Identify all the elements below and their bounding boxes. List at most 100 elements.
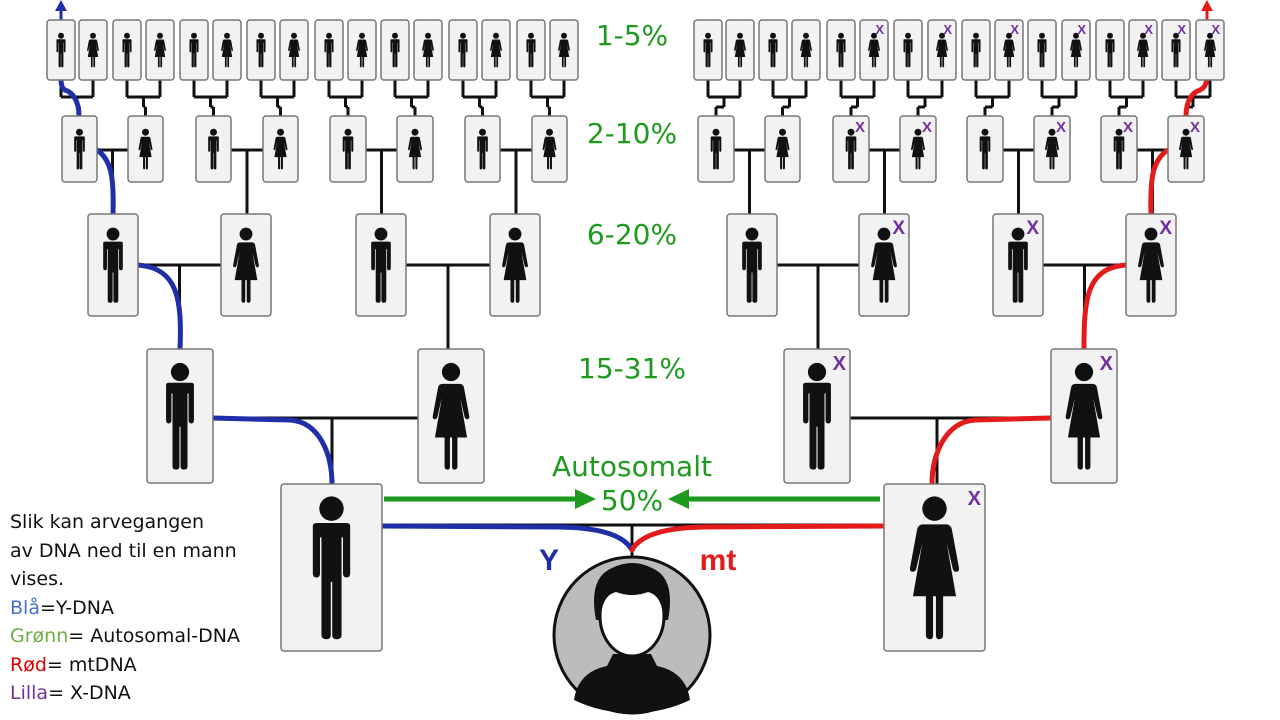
male-figure-icon [122,32,132,68]
x-dna-marker: X [1159,218,1172,239]
legend-intro-line: av DNA ned til en mann [10,539,237,562]
male-figure-icon [103,227,123,303]
male-figure-icon [742,227,762,303]
female-figure-icon [490,32,502,68]
male-figure-icon [1171,32,1181,68]
legend-key: Blå [10,596,40,619]
legend-item-blue: Blå=Y-DNA [10,594,270,623]
male-figure-icon [903,32,913,68]
female-figure-icon [432,362,470,470]
legend-text: =Y-DNA [39,596,114,619]
x-dna-marker: X [833,353,847,375]
female-figure-icon [154,32,166,68]
female-ancestor-card: X [927,19,957,81]
legend: Slik kan arvegangen av DNA ned til en ma… [10,508,270,708]
dna-line [629,523,887,553]
male-figure-icon [342,128,354,170]
labels: 1-5% 2-10% 6-20% 15-31% Autosomalt 50% Y… [539,19,736,577]
male-ancestor-card [966,115,1004,183]
male-ancestor-card [61,115,98,183]
male-figure-icon [768,32,778,68]
female-ancestor-card: X [994,19,1024,81]
male-ancestor-card: X [992,213,1044,317]
female-ancestor-card: X [1167,115,1205,183]
legend-item-purple: Lilla= X-DNA [10,679,270,708]
female-ancestor-card [764,115,801,183]
female-ancestor-card [396,115,434,183]
male-figure-icon [526,32,536,68]
female-ancestor-card [725,19,755,81]
female-figure-icon [422,32,434,68]
male-figure-icon [1113,128,1125,170]
male-figure-icon [458,32,468,68]
male-ancestor-card [1027,19,1057,81]
autosomal-label: Autosomalt [552,450,712,483]
female-figure-icon [233,227,259,303]
person-avatar-icon [552,555,712,715]
female-ancestor-card [791,19,821,81]
male-ancestor-card: X [1100,115,1138,183]
male-ancestor-card: X [1161,19,1191,81]
dna-line [135,262,183,352]
male-ancestor-card [46,19,76,81]
female-ancestor-card: X [1195,19,1225,81]
dna-line [929,415,1054,487]
x-dna-marker: X [1190,119,1200,136]
x-dna-marker: X [1123,119,1133,136]
x-dna-marker: X [1026,218,1039,239]
x-dna-marker: X [1077,22,1086,37]
male-ancestor-card [280,483,383,652]
female-ancestor-card [531,115,568,183]
legend-item-red: Rød= mtDNA [10,651,270,680]
male-ancestor-card: X [783,348,851,484]
male-ancestor-card [380,19,410,81]
female-ancestor-card [549,19,579,81]
female-ancestor-card: X [859,19,889,81]
x-dna-marker: X [968,488,982,510]
female-figure-icon [775,128,790,170]
autosomal-percentage: 50% [601,484,663,517]
male-figure-icon [390,32,400,68]
dna-line [1148,147,1171,217]
female-ancestor-card: X [1033,115,1071,183]
male-figure-icon [1105,32,1115,68]
female-ancestor-card [127,115,164,183]
x-dna-marker: X [875,22,884,37]
generation-2-percentage: 2-10% [587,117,677,150]
female-ancestor-card: X [1061,19,1091,81]
male-ancestor-card [329,115,367,183]
x-dna-marker: X [943,22,952,37]
male-ancestor-card [246,19,276,81]
male-ancestor-card [726,213,778,317]
legend-text: = Autosomal-DNA [68,625,240,647]
female-ancestor-card [212,19,242,81]
male-figure-icon [803,362,831,470]
female-figure-icon [1179,128,1193,170]
female-figure-icon [221,32,233,68]
female-ancestor-card [78,19,108,81]
generation-4-percentage: 15-31% [578,352,686,385]
female-ancestor-card [347,19,377,81]
dna-line [210,415,335,487]
male-ancestor-card [314,19,344,81]
arrow-right-icon [575,489,596,509]
male-figure-icon [971,32,981,68]
female-figure-icon [408,128,422,170]
male-figure-icon [371,227,391,303]
female-figure-icon [138,128,153,170]
dna-line [94,147,116,217]
legend-key: Rød [10,653,47,676]
male-ancestor-card [893,19,923,81]
female-ancestor-card: X [1050,348,1118,484]
x-dna-marker: X [1100,353,1114,375]
generation-1-percentage: 1-5% [596,19,668,52]
x-dna-marker: X [1211,22,1220,37]
x-dna-marker: X [855,119,865,136]
male-figure-icon [1037,32,1047,68]
male-ancestor-card [146,348,214,484]
male-figure-icon [256,32,266,68]
female-ancestor-card [279,19,309,81]
female-figure-icon [800,32,812,68]
